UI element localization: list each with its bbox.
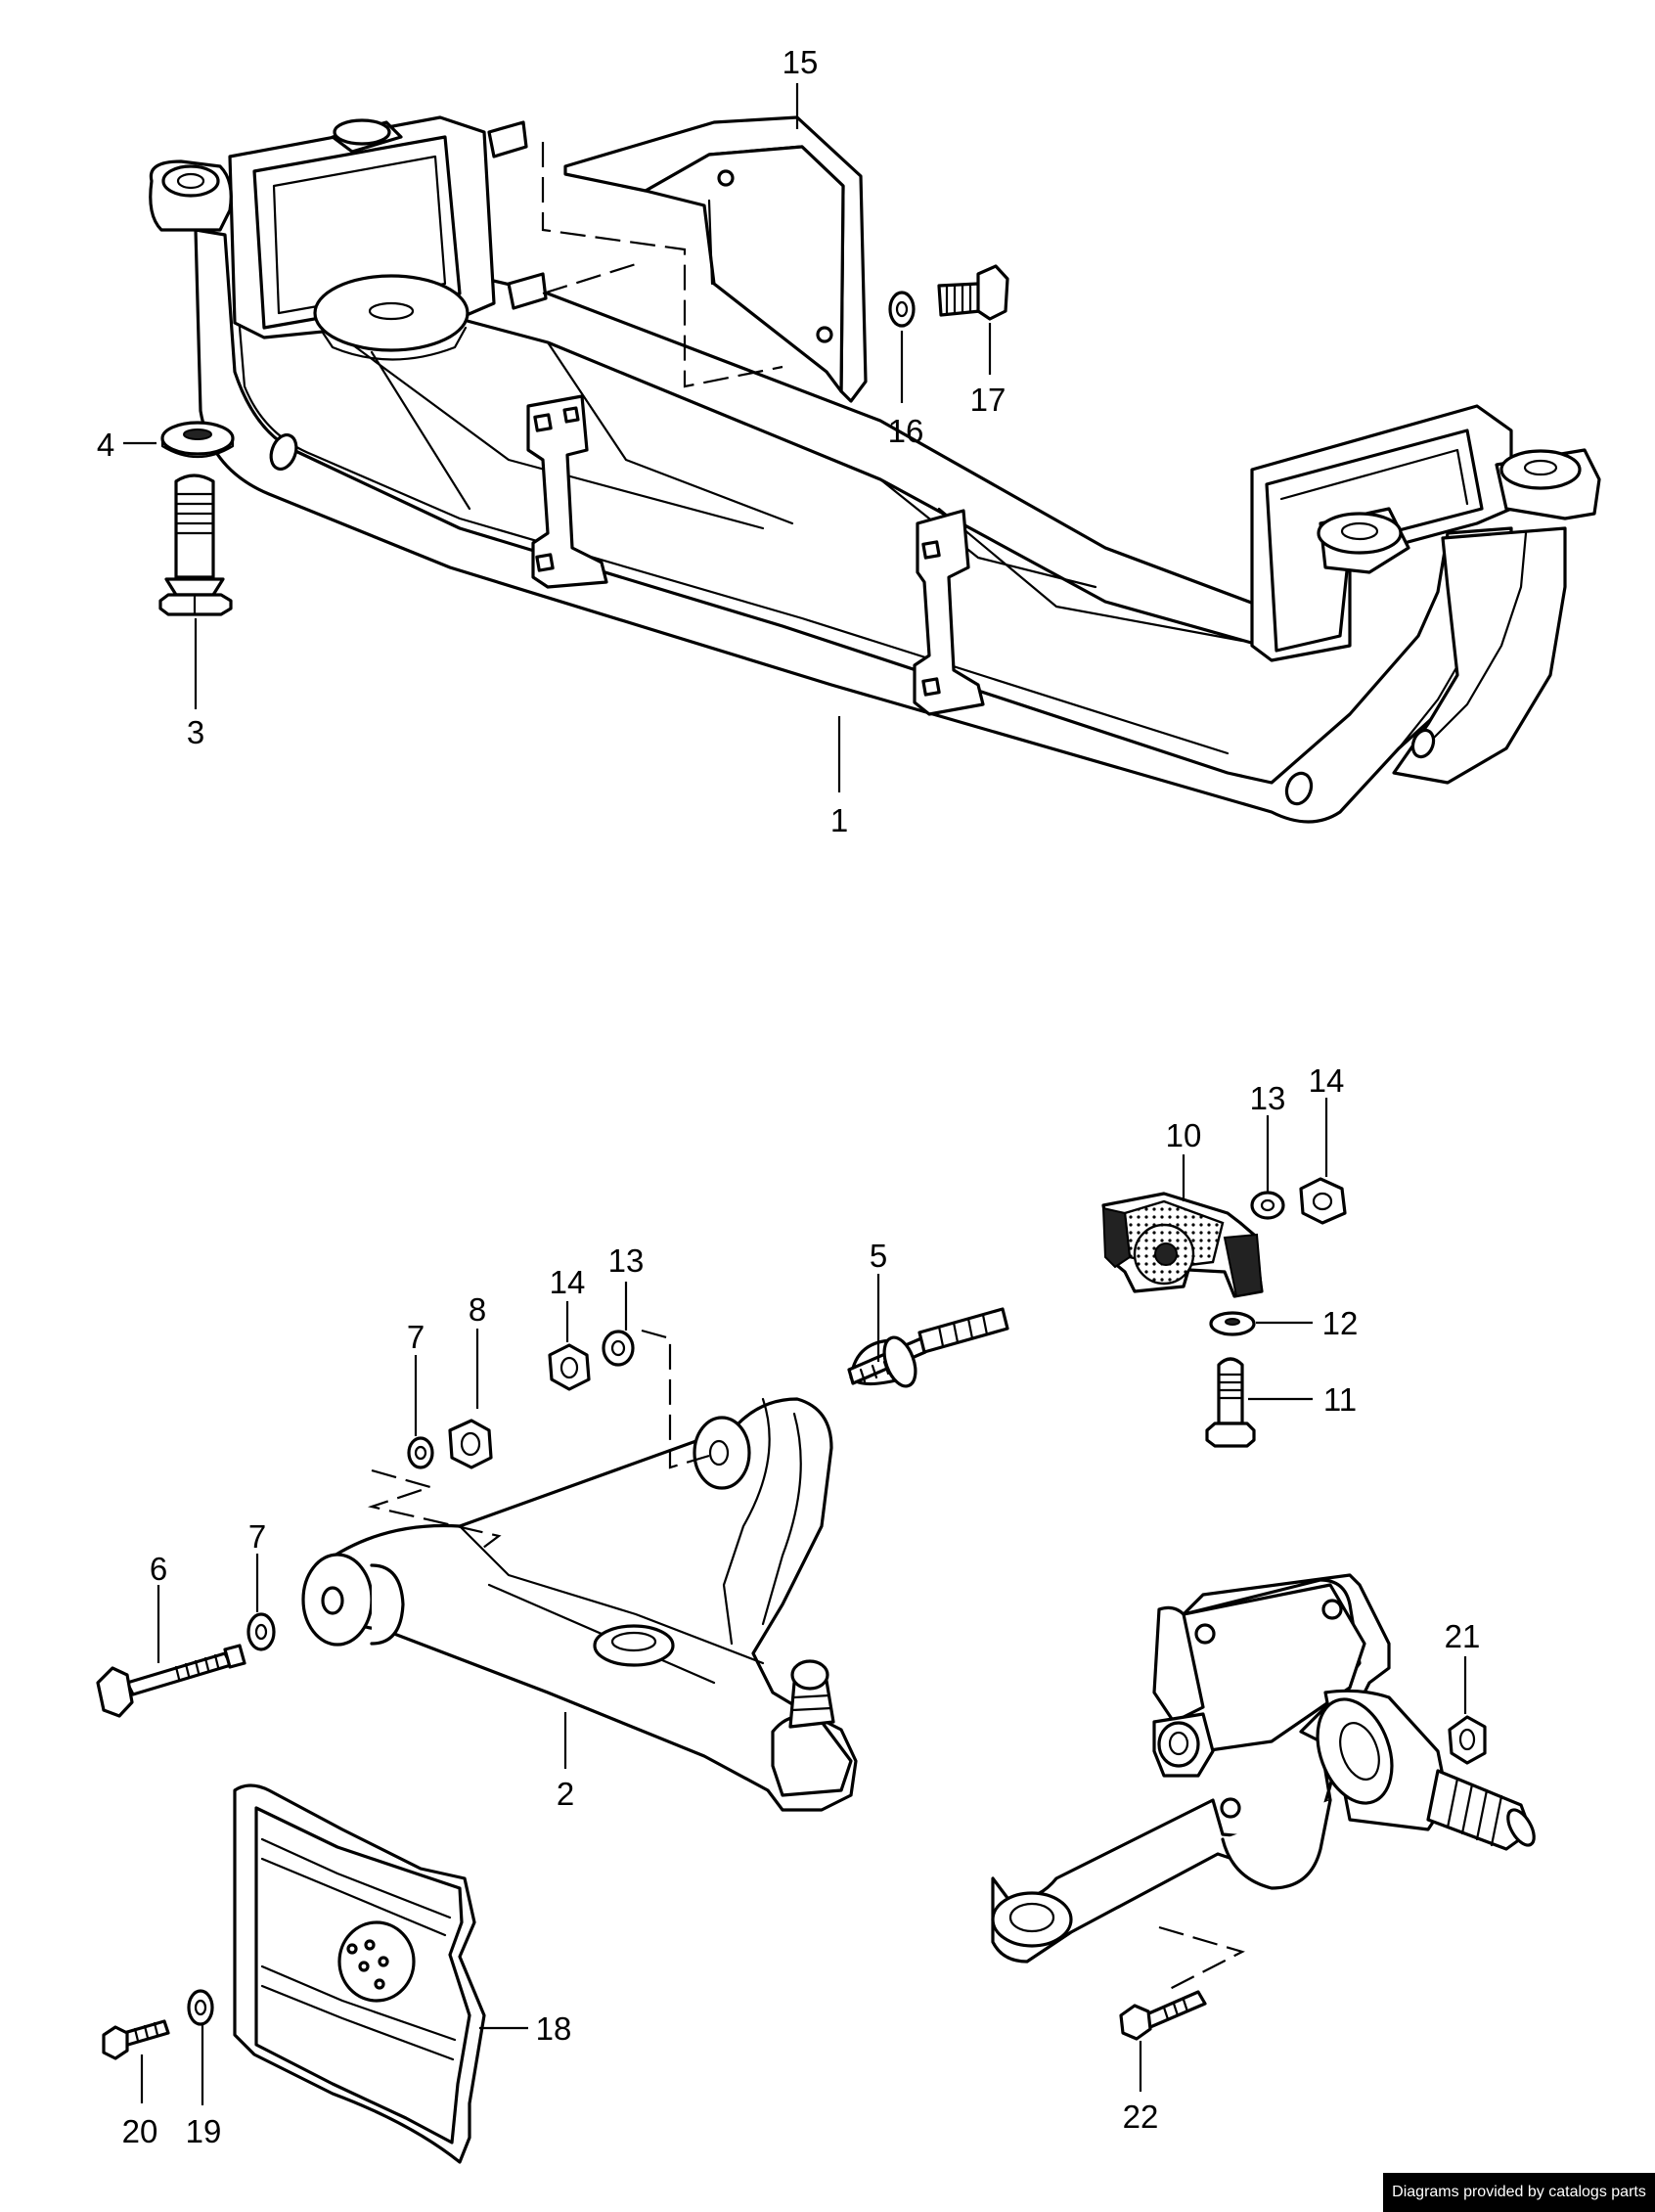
nut-part-21 [1448,1656,1487,1765]
alignment-dash-bottom [1158,1925,1245,1992]
bolt-part-6 [96,1585,246,1718]
callout-5: 5 [870,1238,887,1274]
nut-part-14-left [548,1301,591,1391]
callout-13-right: 13 [1250,1080,1286,1116]
washer-part-13-right [1250,1115,1285,1220]
callout-15: 15 [783,44,819,80]
callout-11: 11 [1323,1381,1357,1418]
callout-7-front: 7 [248,1518,266,1555]
washer-part-12 [1209,1311,1313,1336]
callout-10: 10 [1166,1117,1202,1153]
callout-14-left: 14 [550,1264,586,1300]
bolt-part-22 [1119,1990,1207,2092]
callout-3: 3 [187,714,204,750]
control-arm-part-2 [301,1397,858,1812]
callout-18: 18 [536,2010,572,2047]
nut-part-14-right [1299,1098,1347,1225]
callout-6: 6 [150,1551,167,1587]
bolt-part-20 [102,2019,170,2103]
washer-part-7-front [246,1554,276,1651]
callout-12: 12 [1322,1305,1359,1341]
alignment-dash-top [641,1329,710,1469]
callout-20: 20 [122,2113,158,2149]
washer-part-4 [123,421,235,458]
nut-part-8 [448,1329,493,1469]
callout-19: 19 [186,2113,222,2149]
alignment-dash-left [367,1468,502,1552]
callout-16: 16 [888,413,924,449]
callout-7-top: 7 [407,1319,425,1355]
bolt-part-3 [158,474,233,709]
callout-labels: 1 2 3 4 5 6 7 7 8 10 11 12 13 13 14 14 1… [97,44,1481,2149]
mount-part-10 [1101,1154,1264,1298]
callout-14-right: 14 [1309,1062,1345,1099]
bolt-part-11 [1205,1357,1313,1448]
crossmember-part-1 [149,115,1601,824]
callout-1: 1 [830,802,848,838]
washer-part-7-top [407,1355,434,1469]
callout-13-left: 13 [608,1242,645,1279]
shield-part-18 [233,1783,528,2164]
callout-2: 2 [557,1776,574,1812]
callout-4: 4 [97,427,114,463]
credit-badge: Diagrams provided by catalogs parts [1383,2173,1655,2212]
bolt-part-17 [937,264,1009,375]
callout-22: 22 [1123,2099,1159,2135]
bracket-part-15 [541,83,868,403]
washer-part-16 [888,291,916,403]
callout-21: 21 [1445,1618,1481,1654]
washer-part-19 [187,1989,214,2105]
callout-17: 17 [970,382,1006,418]
washer-part-13-left [602,1282,635,1367]
callout-8: 8 [469,1291,486,1328]
steering-knuckle [991,1573,1536,1964]
stud-part-5 [847,1274,1009,1388]
